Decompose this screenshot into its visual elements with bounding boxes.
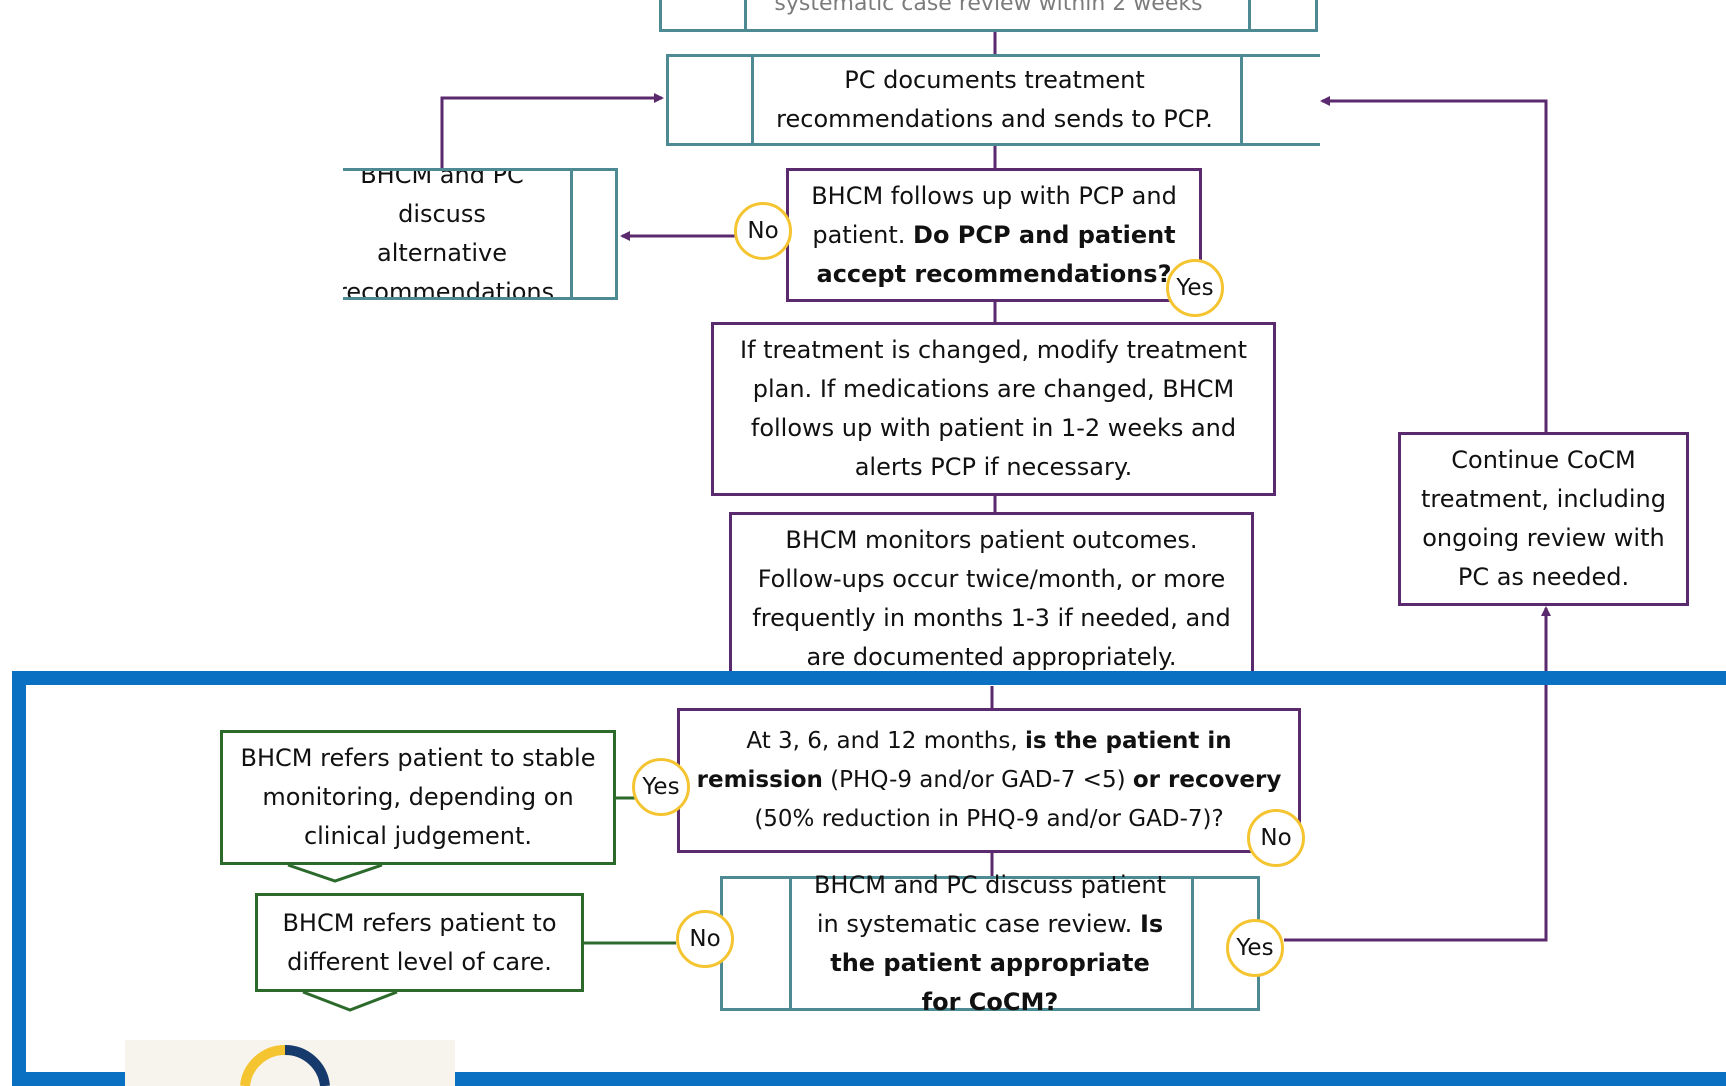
different-care-box: BHCM refers patient to different level o… (255, 893, 584, 992)
remission-decision-box: At 3, 6, and 12 months, is the patient i… (677, 708, 1301, 853)
connector-alt-to-pc (440, 93, 664, 168)
different-care-text: BHCM refers patient to different level o… (282, 908, 557, 976)
remission-text-a: At 3, 6, and 12 months, (746, 728, 1025, 754)
pc-documents-box: PC documents treatment recommendations a… (666, 54, 1320, 146)
monitor-outcomes-box: BHCM monitors patient outcomes. Follow-u… (729, 512, 1254, 672)
yes-bubble-review: Yes (1226, 919, 1284, 977)
followup-question: Do PCP and patient accept recommendation… (816, 220, 1176, 288)
stable-monitoring-text: BHCM refers patient to stable monitoring… (240, 744, 596, 850)
remission-text-e: (50% reduction in PHQ-9 and/or GAD-7)? (754, 806, 1224, 832)
alt-recommendations-text: BHCM and PC discuss alternative recommen… (343, 168, 562, 300)
no-bubble-followup: No (734, 202, 792, 260)
case-review-decision-box: BHCM and PC discuss patient in systemati… (720, 871, 1260, 1016)
no-bubble-review: No (676, 910, 734, 968)
stable-box-chevron (287, 863, 383, 883)
continue-cocm-box: Continue CoCM treatment, including ongoi… (1398, 432, 1689, 606)
treatment-change-text: If treatment is changed, modify treatmen… (739, 336, 1248, 481)
pc-documents-text: PC documents treatment recommendations a… (776, 66, 1213, 133)
case-review-top-box: systematic case review within 2 weeks (659, 0, 1318, 32)
monitor-outcomes-text: BHCM monitors patient outcomes. Follow-u… (752, 526, 1231, 671)
connector-review-to-continue (1284, 606, 1551, 942)
case-review-top-text: systematic case review within 2 weeks (774, 0, 1203, 16)
treatment-change-box: If treatment is changed, modify treatmen… (711, 322, 1276, 496)
connector-continue-to-pc (1320, 96, 1548, 432)
different-box-chevron (302, 990, 398, 1012)
followup-text: BHCM follows up with PCP and patient. (811, 181, 1177, 249)
yes-bubble-followup: Yes (1166, 259, 1224, 317)
case-review-text: BHCM and PC discuss patient in systemati… (813, 870, 1167, 938)
yes-bubble-remission: Yes (632, 758, 690, 816)
remission-text-c: (PHQ-9 and/or GAD-7 <5) (822, 767, 1133, 793)
logo-icon (125, 1040, 455, 1086)
no-bubble-remission: No (1247, 809, 1305, 867)
continue-cocm-text: Continue CoCM treatment, including ongoi… (1421, 446, 1666, 591)
case-review-question: Is the patient appropriate for CoCM? (830, 909, 1164, 1016)
followup-decision-box: BHCM follows up with PCP and patient. Do… (786, 168, 1202, 302)
remission-question: is the patient in remission (696, 728, 1232, 793)
stable-monitoring-box: BHCM refers patient to stable monitoring… (220, 730, 616, 865)
recovery-question: or recovery (1132, 767, 1282, 793)
alt-recommendations-box: BHCM and PC discuss alternative recommen… (343, 168, 618, 300)
